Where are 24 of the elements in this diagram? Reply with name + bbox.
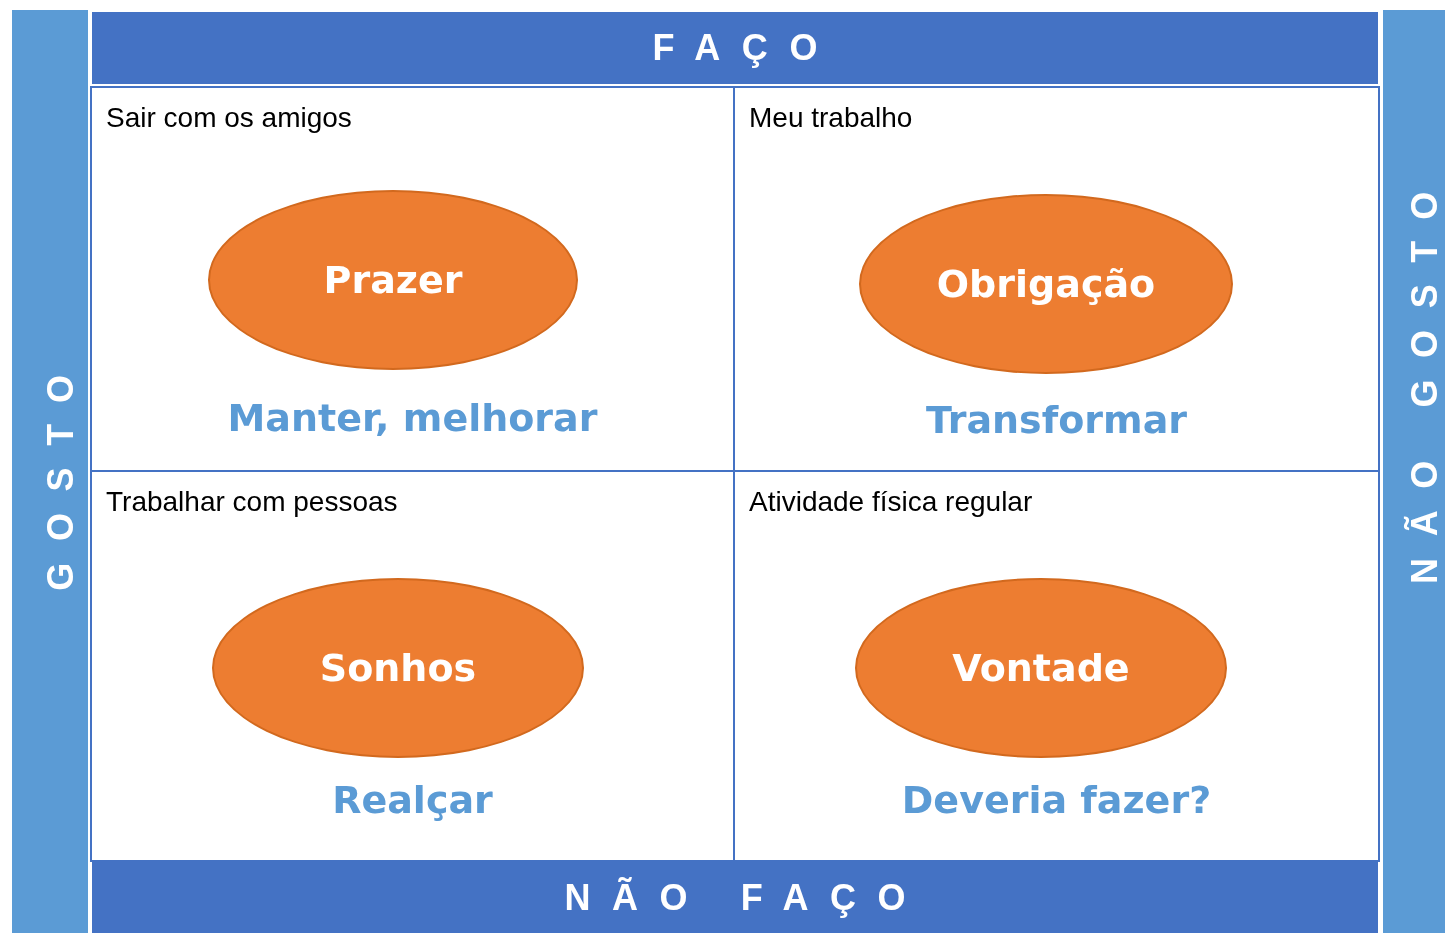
quadrant-cell <box>733 86 1380 472</box>
category-label: Obrigação <box>936 262 1156 306</box>
action-text: Manter, melhorar <box>226 396 599 440</box>
category-label: Prazer <box>323 258 463 302</box>
band-label: GOSTO <box>39 352 82 591</box>
band-label: NÃO GOSTO <box>1403 169 1445 584</box>
band-label: FAÇO <box>652 27 839 69</box>
band-label: NÃO FAÇO <box>564 876 928 919</box>
example-text: Meu trabalho <box>749 102 913 134</box>
header-band <box>92 862 1378 933</box>
example-text: Sair com os amigos <box>106 102 352 134</box>
example-text: Trabalhar com pessoas <box>106 486 398 518</box>
example-text: Atividade física regular <box>749 486 1033 518</box>
action-text: Deveria fazer? <box>900 778 1213 822</box>
header-band <box>12 10 88 933</box>
category-label: Sonhos <box>319 646 477 690</box>
header-band <box>92 12 1378 84</box>
category-label: Vontade <box>952 646 1130 690</box>
header-band <box>1383 10 1445 933</box>
quadrant-cell <box>90 86 735 472</box>
action-text: Realçar <box>331 778 494 822</box>
quadrant-cell <box>90 470 735 862</box>
action-text: Transformar <box>924 398 1189 442</box>
quadrant-cell <box>733 470 1380 862</box>
